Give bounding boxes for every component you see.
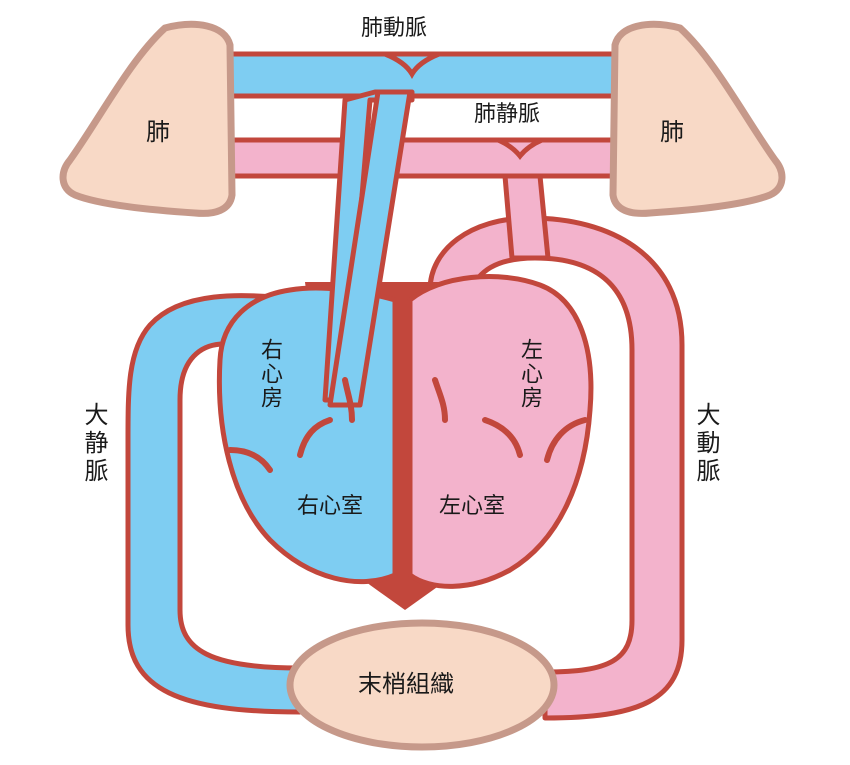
label-vena-cava: 大静脈 [80, 402, 108, 486]
label-right-atrium: 右心房 [257, 338, 282, 410]
label-left-atrium: 左心房 [517, 338, 542, 410]
right-valve-flap-1 [297, 417, 333, 458]
vena-cava-vessel [125, 293, 303, 715]
left-valve-flap-1 [482, 417, 523, 458]
left-valve-flap-2 [544, 417, 588, 463]
pulmonary-vein-junction [496, 137, 544, 161]
label-pulmonary-artery: 肺動脈 [361, 16, 428, 41]
pulmonary-valve-flap [342, 377, 355, 423]
peripheral-tissue [286, 619, 558, 751]
label-aorta: 大動脈 [692, 402, 720, 486]
aorta-valve-flap [432, 377, 448, 423]
label-pulmonary-vein: 肺静脈 [474, 102, 541, 127]
pulmonary-vein-stem [502, 173, 551, 261]
label-lung-right: 肺 [660, 118, 684, 146]
label-left-ventricle: 左心室 [439, 494, 506, 519]
label-lung-left: 肺 [146, 118, 170, 146]
right-valve-flap-2 [227, 447, 273, 473]
label-right-ventricle: 右心室 [297, 494, 364, 519]
pulmonary-trunk-stem [327, 89, 413, 408]
pulmonary-vein-vessel [227, 137, 618, 179]
left-lung [59, 20, 236, 217]
pulmonary-artery-junction [384, 51, 440, 79]
label-peripheral-tissue: 末梢組織 [358, 670, 454, 698]
left-heart-chambers [407, 274, 594, 589]
right-lung [609, 20, 786, 217]
